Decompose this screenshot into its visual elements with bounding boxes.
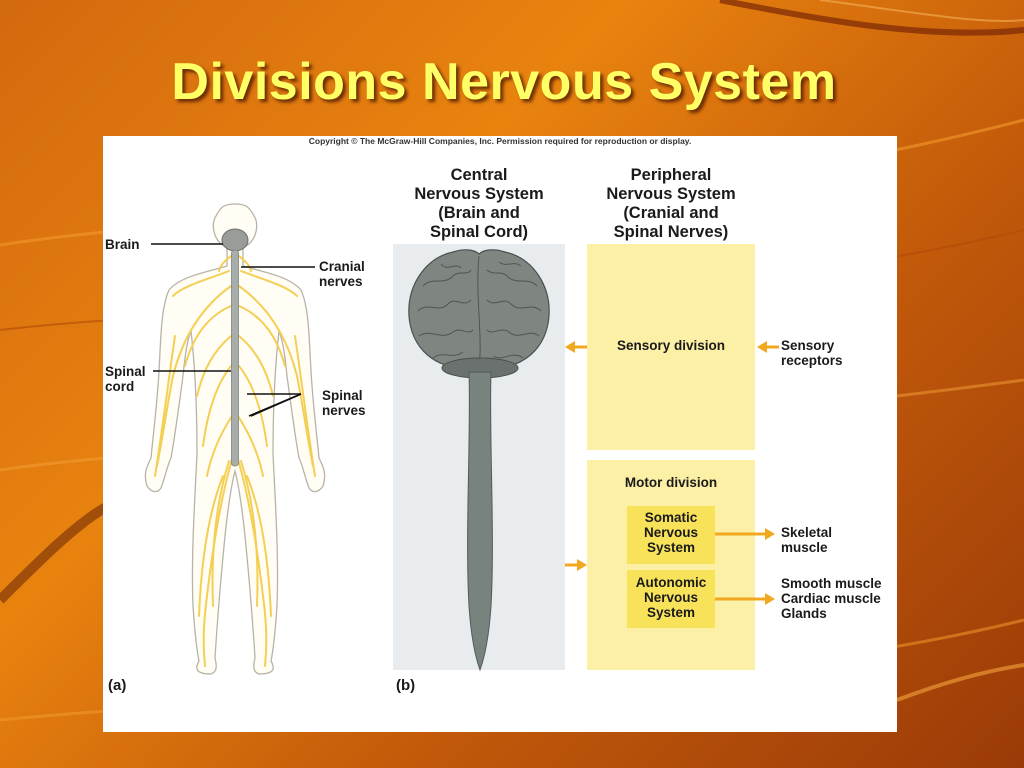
- nervous-system-figure: Copyright © The McGraw-Hill Companies, I…: [103, 136, 897, 732]
- autonomic-system-label: Autonomic Nervous System: [635, 575, 707, 621]
- pns-sensory-panel: [587, 244, 755, 450]
- pns-motor-panel: [587, 460, 755, 670]
- brain-illustration: [408, 249, 550, 672]
- figure-graphics: [144, 203, 779, 675]
- pns-header: Peripheral Nervous System (Cranial and S…: [606, 166, 736, 241]
- arrows: [565, 341, 779, 605]
- leader-lines-a: [151, 243, 315, 417]
- label-cranial-nerves: Cranial nerves: [319, 259, 365, 290]
- copyright-notice: Copyright © The McGraw-Hill Companies, I…: [308, 136, 692, 146]
- autonomic-targets-label: Smooth muscle Cardiac muscle Glands: [781, 576, 882, 622]
- slide-title: Divisions Nervous System: [171, 53, 837, 111]
- label-brain: Brain: [105, 237, 140, 252]
- label-spinal-nerves: Spinal nerves: [322, 388, 366, 419]
- cns-highlight: [221, 228, 249, 467]
- skeletal-muscle-label: Skeletal muscle: [781, 525, 833, 556]
- label-spinal-cord: Spinal cord: [105, 364, 146, 395]
- sensory-receptors-label: Sensory receptors: [781, 338, 843, 369]
- cns-header: Central Nervous System (Brain and Spinal…: [414, 166, 544, 241]
- panel-b-tag: (b): [396, 677, 416, 694]
- nerve-network: [154, 255, 316, 667]
- motor-division-label: Motor division: [624, 475, 718, 490]
- sensory-division-label: Sensory division: [616, 338, 726, 353]
- somatic-box: [627, 506, 715, 564]
- autonomic-box: [627, 570, 715, 628]
- somatic-system-label: Somatic Nervous System: [643, 510, 699, 556]
- panel-a-tag: (a): [108, 677, 127, 694]
